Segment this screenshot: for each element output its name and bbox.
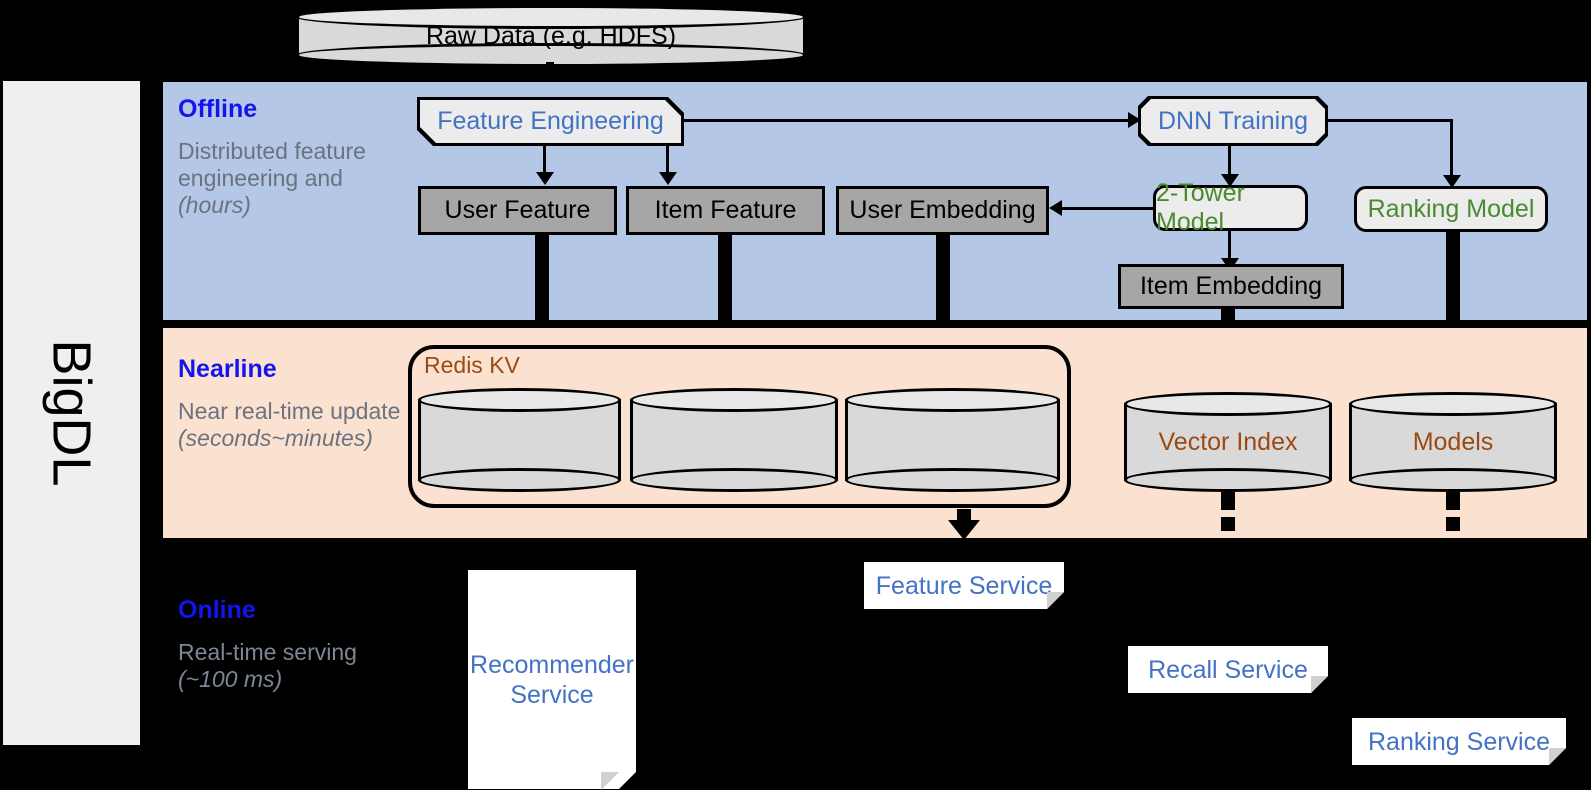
item-feature-label: Item Feature xyxy=(654,196,797,224)
arrow-to-feature-service xyxy=(948,520,980,540)
two-tower-model-label: 2-Tower Model xyxy=(1156,179,1245,236)
online-subtitle-em: (~100 ms) xyxy=(178,666,283,693)
offline-text-block: Offline Distributed feature engineering … xyxy=(178,95,408,219)
user-embedding-box[interactable]: User Embedding xyxy=(836,186,1049,235)
ranking-service-label: Ranking Service xyxy=(1367,727,1551,756)
feature-service-label: Feature Service xyxy=(875,571,1053,600)
cylinder-bottom xyxy=(1349,468,1557,492)
arrow-fe-to-userfeature-head xyxy=(536,172,554,185)
nearline-text-block: Nearline Near real-time update (seconds~… xyxy=(178,355,410,452)
recall-service-label: Recall Service xyxy=(1148,655,1308,684)
arrow-twotower-to-userembedding-line xyxy=(1062,207,1154,210)
redis-kv-container xyxy=(408,345,1071,508)
arrow-dnn-to-ranking-head xyxy=(1443,175,1461,188)
dot-recall-2 xyxy=(1221,517,1235,531)
redis-kv-label: Redis KV xyxy=(424,352,520,378)
user-embedding-label: User Embedding xyxy=(849,196,1036,224)
item-embedding-label: Item Embedding xyxy=(1139,272,1323,300)
online-title: Online xyxy=(178,596,256,624)
offline-subtitle: Distributed feature engineering and xyxy=(178,138,366,192)
cylinder-top xyxy=(418,388,621,412)
arrow-dnn-to-ranking-h xyxy=(1325,119,1453,122)
feature-service-box[interactable]: Feature Service xyxy=(864,562,1064,609)
arrow-fe-to-itemfeature-head xyxy=(659,172,677,185)
arrow-twotower-to-userembedding-head xyxy=(1049,200,1062,216)
dot-ranking-2 xyxy=(1446,517,1460,531)
cylinder-bottom xyxy=(1124,468,1332,492)
feature-engineering-box[interactable]: Feature Engineering xyxy=(420,100,681,143)
two-tower-model-box[interactable]: 2-Tower Model xyxy=(1153,179,1308,236)
arrow-dnn-to-twotower-line xyxy=(1228,143,1231,177)
dnn-training-label: DNN Training xyxy=(1157,106,1309,135)
ranking-service-box[interactable]: Ranking Service xyxy=(1352,718,1566,765)
dot-recall-1 xyxy=(1221,492,1235,510)
arrow-fe-to-itemfeature-line xyxy=(666,146,669,174)
ranking-model-label: Ranking Model xyxy=(1367,194,1535,223)
cylinder-top xyxy=(630,388,838,412)
cylinder-top xyxy=(1124,392,1332,416)
feature-engineering-label: Feature Engineering xyxy=(437,107,664,135)
vector-index-label: Vector Index xyxy=(1158,427,1298,456)
item-embedding-box[interactable]: Item Embedding xyxy=(1118,264,1344,309)
cylinder-bottom xyxy=(845,468,1060,492)
item-feature-store-cylinder xyxy=(630,388,838,492)
dnn-training-box[interactable]: DNN Training xyxy=(1141,99,1325,143)
raw-data-cylinder: Raw Data (e.g. HDFS) xyxy=(296,5,806,67)
user-feature-label: User Feature xyxy=(444,196,591,224)
ranking-model-box[interactable]: Ranking Model xyxy=(1354,186,1548,232)
arrow-twotower-to-itememb-line xyxy=(1228,231,1231,262)
arrow-dnn-to-twotower-head xyxy=(1221,174,1239,187)
arrow-fe-to-dnn-line xyxy=(684,119,1135,122)
user-feature-box[interactable]: User Feature xyxy=(418,186,617,235)
cylinder-bottom xyxy=(418,468,621,492)
cylinder-top xyxy=(296,5,806,29)
bigdl-rail: BigDL xyxy=(0,78,143,748)
online-subtitle: Real-time serving xyxy=(178,639,357,665)
nearline-subtitle-em: (seconds~minutes) xyxy=(178,425,373,452)
cylinder-top xyxy=(845,388,1060,412)
item-feature-store-label xyxy=(630,388,838,492)
vector-index-cylinder: Vector Index xyxy=(1124,392,1332,492)
user-feature-store-label xyxy=(418,388,621,492)
offline-title: Offline xyxy=(178,95,258,123)
recall-service-box[interactable]: Recall Service xyxy=(1128,646,1328,693)
arrow-dnn-to-ranking-v xyxy=(1450,119,1453,178)
nearline-title: Nearline xyxy=(178,355,277,383)
arrow-fe-to-userfeature-line xyxy=(543,146,546,174)
user-feature-store-cylinder xyxy=(418,388,621,492)
arrow-fe-to-dnn-head xyxy=(1128,112,1141,128)
cylinder-bottom xyxy=(630,468,838,492)
raw-data-label: Raw Data (e.g. HDFS) xyxy=(425,21,677,50)
models-cylinder: Models xyxy=(1349,392,1557,492)
user-embedding-store-label xyxy=(845,388,1060,492)
item-feature-box[interactable]: Item Feature xyxy=(626,186,825,235)
dot-featureservice-1 xyxy=(957,509,971,523)
online-text-block: Online Real-time serving (~100 ms) xyxy=(178,596,413,693)
cylinder-top xyxy=(1349,392,1557,416)
offline-subtitle-em: (hours) xyxy=(178,192,251,219)
models-label: Models xyxy=(1412,427,1494,456)
recommender-service-box[interactable]: Recommender Service xyxy=(468,570,636,789)
dot-ranking-1 xyxy=(1446,492,1460,510)
user-embedding-store-cylinder xyxy=(845,388,1060,492)
nearline-subtitle: Near real-time update xyxy=(178,398,401,424)
recommender-service-label: Recommender Service xyxy=(470,650,634,709)
bigdl-label: BigDL xyxy=(41,339,102,487)
